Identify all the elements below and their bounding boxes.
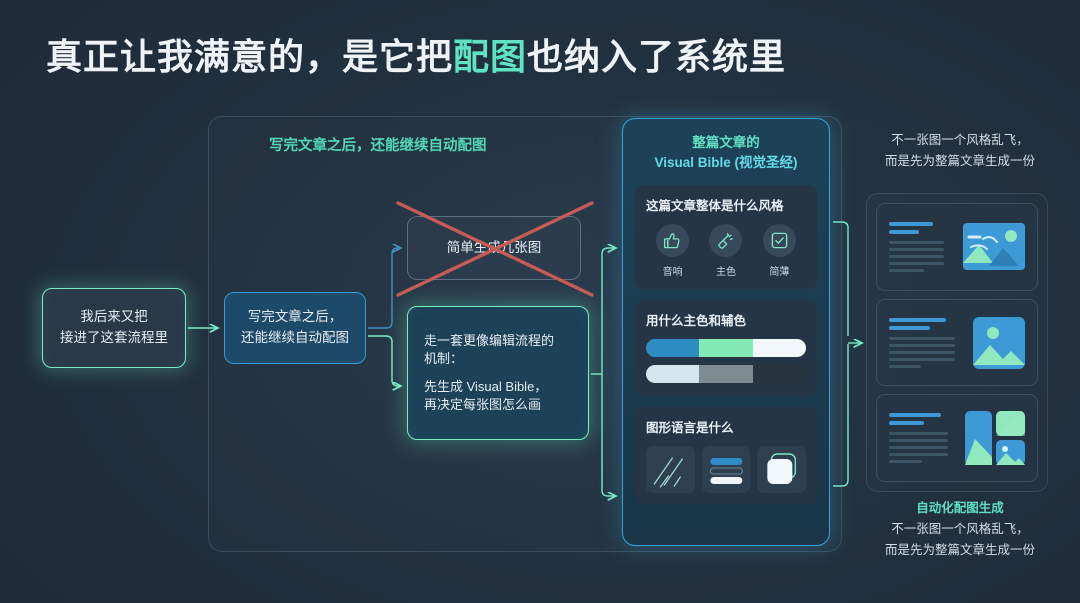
caption-bottom: 自动化配图生成 不一张图一个风格乱飞， 而是先为整篇文章生成一份 xyxy=(858,498,1062,560)
caption-bottom-heading: 自动化配图生成 xyxy=(916,501,1004,515)
text-line-heading xyxy=(889,317,946,322)
text-line xyxy=(889,460,922,464)
node-accepted-line2: 机制： xyxy=(424,351,464,367)
text-line-heading xyxy=(889,221,934,226)
text-line xyxy=(889,432,948,436)
text-line xyxy=(889,261,945,265)
node-accepted-line3: 先生成 Visual Bible， xyxy=(424,378,548,394)
text-lines-placeholder xyxy=(889,317,962,368)
text-lines-placeholder xyxy=(889,413,954,464)
palette-swatch-1 xyxy=(646,339,700,358)
graphic-tile-row xyxy=(646,446,807,494)
text-lines-placeholder xyxy=(889,221,952,272)
node-second-line1: 写完文章之后， xyxy=(247,309,343,325)
node-accepted-line1: 走一套更像编辑流程的 xyxy=(424,333,555,349)
checkbox-icon xyxy=(762,224,796,258)
diagonal-lines-tile[interactable] xyxy=(646,446,695,494)
text-line xyxy=(889,254,945,258)
vb-card-palette[interactable]: 用什么主色和辅色 xyxy=(635,300,817,397)
flow-panel-title: 写完文章之后，还能继续自动配图 xyxy=(269,138,487,154)
text-line xyxy=(889,343,955,347)
text-line xyxy=(889,268,925,272)
node-start-line1: 我后来又把 xyxy=(80,309,148,325)
layout-card-wide-image[interactable] xyxy=(876,203,1038,291)
page-title-part2: 也纳入了系统里 xyxy=(527,36,787,77)
caption-bottom-line1: 不一张图一个风格乱飞， xyxy=(891,522,1029,537)
page-title-highlight: 配图 xyxy=(453,36,528,77)
vb-card-graphic-language-title: 图形语言是什么 xyxy=(646,421,734,436)
vb-card-graphic-language[interactable]: 图形语言是什么 xyxy=(635,407,817,505)
palette-swatch-5 xyxy=(699,365,753,384)
caption-bottom-line2: 而是先为整篇文章生成一份 xyxy=(884,542,1035,557)
caption-top: 不一张图一个风格乱飞， 而是先为整篇文章生成一份 xyxy=(862,130,1058,171)
text-line-subheading xyxy=(889,229,920,234)
text-line xyxy=(889,439,948,443)
style-option-megaphone-label: 主色 xyxy=(715,267,736,279)
text-line xyxy=(889,446,948,450)
palette-swatch-6 xyxy=(752,365,806,384)
style-option-thumbs-up[interactable]: 音响 xyxy=(656,224,690,279)
megaphone-icon xyxy=(709,224,743,258)
flow-panel: 写完文章之后， 还能继续自动配图 xyxy=(208,116,842,552)
layout-card-square-image[interactable] xyxy=(876,298,1038,387)
style-option-thumbs-up-label: 音响 xyxy=(662,267,683,279)
palette-bar-secondary xyxy=(646,365,806,384)
vb-card-palette-title: 用什么主色和辅色 xyxy=(646,314,747,329)
node-accepted[interactable]: 走一套更像编辑流程的 机制： 先生成 Visual Bible， 再决定每张图怎… xyxy=(407,306,589,440)
vb-card-style-title: 这篇文章整体是什么风格 xyxy=(646,199,784,214)
text-line xyxy=(889,364,922,368)
caption-top-line1: 不一张图一个风格乱飞， xyxy=(891,133,1029,147)
node-start[interactable]: 我后来又把 接进了这套流程里 xyxy=(42,288,186,368)
text-line xyxy=(889,336,955,340)
palette-swatch-3 xyxy=(752,339,806,358)
node-start-line2: 接进了这套流程里 xyxy=(60,330,168,345)
thumbs-up-icon xyxy=(656,224,690,258)
node-accepted-line4: 再决定每张图怎么画 xyxy=(424,396,542,412)
node-rejected-label: 简单生成几张图 xyxy=(446,239,542,255)
style-option-checkbox-label: 简薄 xyxy=(769,267,790,279)
image-placeholder-square-icon xyxy=(973,316,1025,369)
visual-bible-panel: 整篇文章的 Visual Bible (视觉圣经) 这篇文章整体是什么风格 音响 xyxy=(622,118,830,546)
style-icon-row: 音响 主色 xyxy=(646,224,806,278)
page-title: 真正让我满意的，是它把配图也纳入了系统里 xyxy=(46,28,786,80)
visual-bible-title: 整篇文章的 Visual Bible (视觉圣经) xyxy=(635,133,817,172)
page-title-part1: 真正让我满意的，是它把 xyxy=(46,36,454,77)
palette-swatch-4 xyxy=(646,365,700,384)
text-line-subheading xyxy=(889,325,930,330)
node-second[interactable]: 写完文章之后， 还能继续自动配图 xyxy=(224,292,366,364)
stacked-bars-tile[interactable] xyxy=(701,446,751,494)
image-collage-icon xyxy=(965,411,1025,466)
style-option-megaphone[interactable]: 主色 xyxy=(709,224,743,279)
vb-card-style[interactable]: 这篇文章整体是什么风格 音响 xyxy=(635,185,817,290)
layout-card-image-collage[interactable] xyxy=(876,394,1038,483)
rounded-square-tile[interactable] xyxy=(757,446,807,494)
palette-swatch-2 xyxy=(699,339,753,358)
node-second-line2: 还能继续自动配图 xyxy=(241,330,349,345)
node-rejected[interactable]: 简单生成几张图 xyxy=(396,201,594,297)
text-line xyxy=(889,357,955,361)
text-line-subheading xyxy=(889,421,925,426)
output-column xyxy=(866,193,1048,492)
text-line xyxy=(889,453,948,457)
caption-top-line2: 而是先为整篇文章生成一份 xyxy=(884,153,1035,168)
text-line xyxy=(889,247,945,251)
text-line xyxy=(889,240,945,244)
text-line-heading xyxy=(889,413,941,418)
image-placeholder-wide-icon xyxy=(963,223,1025,271)
palette-bar-primary xyxy=(646,339,806,358)
style-option-checkbox[interactable]: 简薄 xyxy=(762,224,796,279)
visual-bible-title-line1: 整篇文章的 xyxy=(692,135,760,150)
visual-bible-title-line2: Visual Bible (视觉圣经) xyxy=(654,154,798,170)
text-line xyxy=(889,350,955,354)
